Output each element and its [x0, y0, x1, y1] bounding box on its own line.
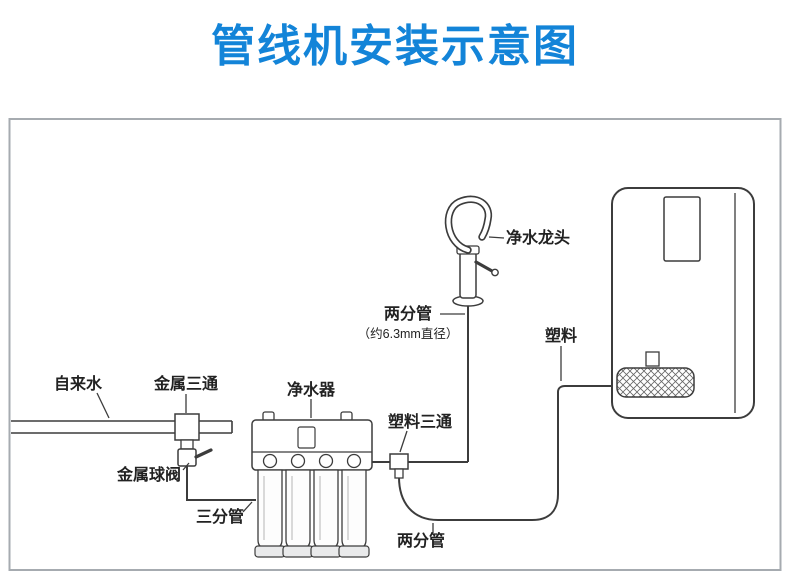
faucet-graphic [444, 195, 499, 307]
three-fen-pipe-line [186, 465, 256, 501]
cartridge-base [310, 545, 342, 558]
purifier-panel [297, 426, 316, 449]
label-two-fen-pipe-top: 两分管 [384, 304, 432, 323]
filter-cartridge [313, 469, 339, 549]
label-three-fen-pipe: 三分管 [196, 507, 244, 526]
label-plastic-tee: 塑料三通 [388, 412, 452, 431]
fitting-nut [318, 453, 334, 469]
label-water-purifier: 净水器 [287, 380, 336, 399]
page-title: 管线机安装示意图 [211, 22, 579, 71]
diagram-frame [8, 118, 782, 571]
drip-tray [616, 367, 695, 398]
plastic-tee-fitting [389, 453, 409, 479]
leader-tap-water [96, 392, 110, 419]
label-plastic: 塑料 [545, 326, 577, 345]
wall-dispenser-unit [611, 187, 755, 419]
fitting-nut [346, 453, 362, 469]
leader-ball-valve [182, 462, 190, 471]
cartridge-base [254, 545, 286, 558]
leader-three-fen [242, 501, 253, 513]
leader-lines [96, 236, 562, 533]
water-purifier-unit [251, 411, 373, 558]
cartridge-base [338, 545, 370, 558]
metal-tee-fitting [174, 413, 200, 450]
label-faucet: 净水龙头 [506, 228, 570, 247]
metal-ball-valve-graphic [177, 448, 213, 467]
filter-cartridge [257, 469, 283, 549]
cartridge-base [282, 545, 314, 558]
dispenser-pipe [398, 385, 611, 521]
cartridge-shading [263, 476, 349, 540]
label-two-fen-pipe-note: （约6.3mm直径） [358, 326, 459, 341]
faucet-body [459, 251, 477, 299]
faucet-gooseneck-highlight [446, 197, 491, 253]
faucet-handle-knob [491, 268, 499, 277]
filter-cartridge [285, 469, 311, 549]
water-spout [645, 351, 660, 367]
dispenser-panel [663, 196, 701, 262]
leader-plastic-tee [399, 430, 408, 453]
label-two-fen-pipe-bottom: 两分管 [397, 531, 445, 550]
label-metal-ball-valve: 金属球阀 [116, 465, 181, 484]
fitting-nut [262, 453, 278, 469]
filter-cartridge [341, 469, 367, 549]
faucet-handle [474, 260, 494, 273]
leader-faucet [488, 236, 505, 239]
label-metal-tee: 金属三通 [153, 374, 218, 393]
label-tap-water: 自来水 [54, 374, 103, 393]
fitting-nut [290, 453, 306, 469]
valve-handle [194, 448, 213, 459]
